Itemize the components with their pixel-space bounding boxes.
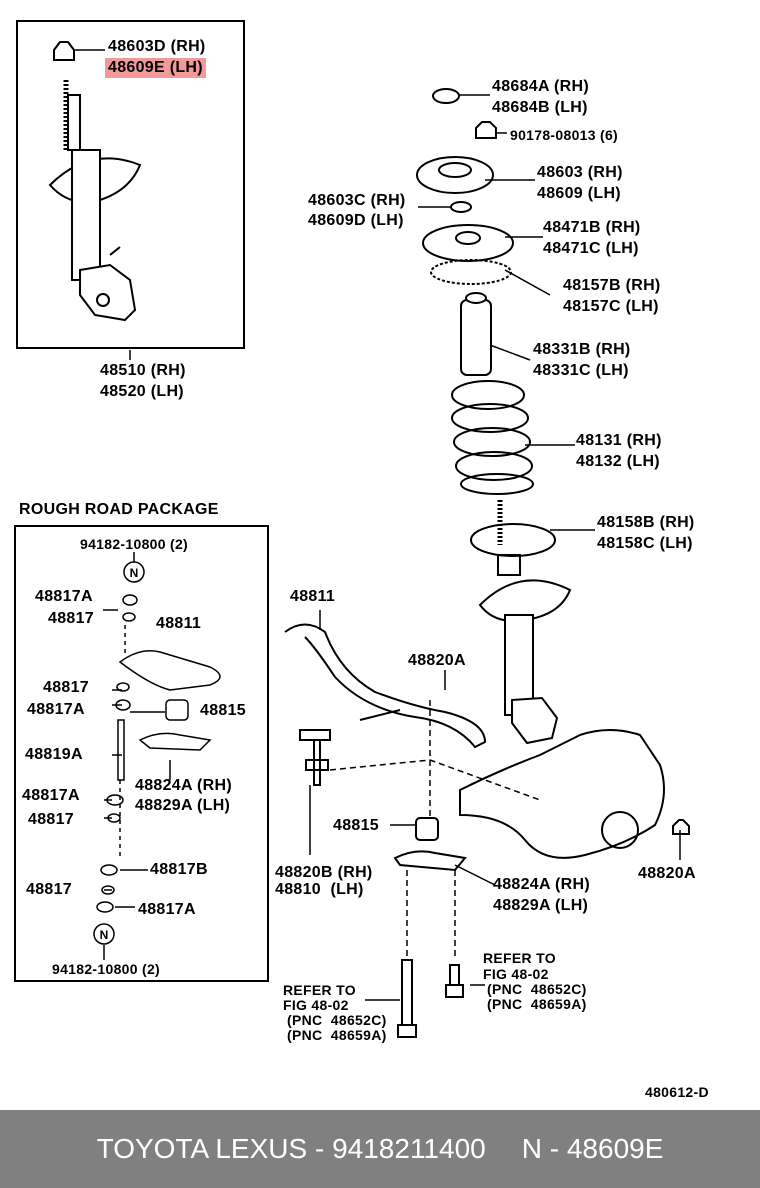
label-48810: 48810 (LH) [275,881,364,898]
label-48471b: 48471B (RH) [543,219,641,236]
refer-right-3: (PNC 48652C) [487,981,587,997]
label-48815: 48815 [333,817,379,834]
label-48829a: 48829A (LH) [493,897,589,914]
rr-label-48817a-3: 48817A [22,787,80,804]
label-48331c: 48331C (LH) [533,362,629,379]
label-48158c: 48158C (LH) [597,535,693,552]
refer-right-2: FIG 48-02 [483,966,549,982]
refer-left-2: FIG 48-02 [283,997,349,1013]
rr-label-48817a-1: 48817A [35,588,93,605]
label-48157b: 48157B (RH) [563,277,661,294]
label-48824a: 48824A (RH) [493,876,590,893]
rr-label-48824a: 48824A (RH) [135,777,232,794]
strut-inset-box [16,20,245,349]
strut-assembly-icon [48,41,142,322]
rr-label-48829a: 48829A (LH) [135,797,231,814]
label-48603d: 48603D (RH) [108,38,206,55]
label-48820b: 48820B (RH) [275,864,373,881]
footer-caption: TOYOTA LEXUS - 9418211400 N - 48609E [0,1110,760,1188]
footer-bar: TOYOTA LEXUS - 9418211400 N - 48609E [0,1110,760,1188]
refer-left-3: (PNC 48652C) [287,1012,387,1028]
parts-diagram: N N 48603D (RH) 48609E (LH) 48510 (RH) 4… [14,20,709,1100]
rr-label-48817a-4: 48817A [138,901,196,918]
rr-label-48817a-2: 48817A [27,701,85,718]
diagram-drawing: N N [48,41,690,1038]
rr-label-94182-bottom: 94182-10800 (2) [52,961,161,977]
label-48820a-top: 48820A [408,652,466,669]
rr-label-48817-3: 48817 [28,811,74,828]
rr-label-48817-4: 48817 [26,881,72,898]
footer-brand: TOYOTA LEXUS [96,1133,308,1164]
label-48331b: 48331B (RH) [533,341,631,358]
footer-part-number: 9418211400 [332,1133,486,1164]
label-48157c: 48157C (LH) [563,298,659,315]
rr-label-48817-2: 48817 [43,679,89,696]
label-48811: 48811 [290,588,336,605]
label-48609e-highlighted: 48609E (LH) [105,58,206,78]
footer-ref-prefix: N [521,1133,542,1164]
section-title: ROUGH ROAD PACKAGE [19,501,219,518]
refer-left-4: (PNC 48659A) [287,1027,387,1043]
refer-right-1: REFER TO [483,950,556,966]
rr-label-48819a: 48819A [25,746,83,763]
label-48131: 48131 (RH) [576,432,662,449]
rough-road-box [14,525,269,982]
label-48471c: 48471C (LH) [543,240,639,257]
footer-sep-2: - [541,1133,567,1164]
rr-label-48817-1: 48817 [48,610,94,627]
label-48158b: 48158B (RH) [597,514,695,531]
label-48684b: 48684B (LH) [492,99,588,116]
rr-label-48811: 48811 [156,615,202,632]
label-48520: 48520 (LH) [100,383,184,400]
label-48132: 48132 (LH) [576,453,660,470]
footer-ref-part: 48609E [566,1133,664,1164]
rr-label-48817b: 48817B [150,861,208,878]
diagram-code: 480612-D [645,1084,709,1100]
label-90178: 90178-08013 (6) [510,127,619,143]
coil-spring-icon [451,380,534,495]
label-48820a-right: 48820A [638,865,696,882]
rr-label-94182-top: 94182-10800 (2) [80,536,189,552]
label-48603: 48603 (RH) [537,164,623,181]
label-48609: 48609 (LH) [537,185,621,202]
n-marker-top: N [130,566,139,580]
label-48603c: 48603C (RH) [308,192,406,209]
rr-label-48815: 48815 [200,702,246,719]
label-48684a: 48684A (RH) [492,78,589,95]
label-48609d: 48609D (LH) [308,212,404,229]
label-48510: 48510 (RH) [100,362,186,379]
refer-left-1: REFER TO [283,982,356,998]
refer-right-4: (PNC 48659A) [487,996,587,1012]
footer-sep-1: - [307,1133,333,1164]
n-marker-bottom: N [100,928,109,942]
